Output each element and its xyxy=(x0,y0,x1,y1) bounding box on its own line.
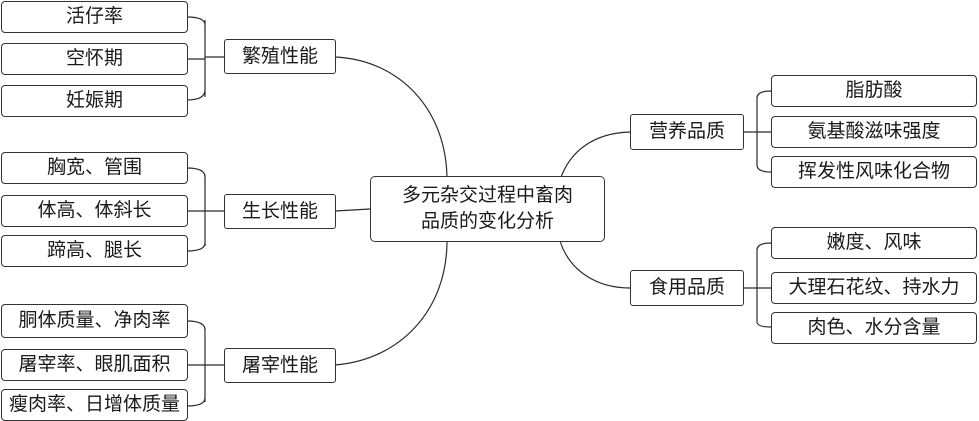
leaf-live-piglet-rate: 活仔率 xyxy=(1,1,188,33)
link-center-slaughter xyxy=(334,240,448,366)
leaf-lean-daily-gain: 瘦肉率、日增体质量 xyxy=(1,389,188,421)
branch-slaughter-performance: 屠宰性能 xyxy=(224,348,336,383)
leaf-marbling-water-holding: 大理石花纹、持水力 xyxy=(771,272,977,304)
bracket-growth xyxy=(186,167,224,252)
link-center-breeding xyxy=(334,56,448,181)
bracket-breeding xyxy=(186,16,224,101)
bracket-slaughter xyxy=(186,320,224,407)
center-title-line1: 多元杂交过程中畜肉 xyxy=(401,184,573,207)
leaf-gestation-period: 妊娠期 xyxy=(1,85,188,117)
leaf-amino-acid-taste: 氨基酸滋味强度 xyxy=(771,116,977,148)
branch-growth-performance: 生长性能 xyxy=(224,194,336,229)
branch-eating-quality: 食用品质 xyxy=(630,270,744,306)
link-center-nutrition xyxy=(559,131,631,181)
branch-nutritional-quality: 营养品质 xyxy=(630,114,744,150)
link-center-growth xyxy=(334,208,371,212)
leaf-dressing-loin-eye: 屠宰率、眼肌面积 xyxy=(1,349,188,381)
leaf-empty-period: 空怀期 xyxy=(1,43,188,75)
branch-breeding-performance: 繁殖性能 xyxy=(224,39,336,74)
leaf-fatty-acids: 脂肪酸 xyxy=(771,75,977,107)
leaf-meat-color-moisture: 肉色、水分含量 xyxy=(771,312,977,344)
link-center-eating xyxy=(559,240,631,289)
leaf-height-body-length: 体高、体斜长 xyxy=(1,195,188,227)
leaf-carcass-mass-net-meat: 胴体质量、净肉率 xyxy=(1,304,188,338)
bracket-nutrition xyxy=(743,90,772,173)
leaf-volatile-flavor-compounds: 挥发性风味化合物 xyxy=(771,156,977,188)
leaf-chest-width-cannon: 胸宽、管围 xyxy=(1,152,188,184)
leaf-hoof-leg-length: 蹄高、腿长 xyxy=(1,235,188,267)
leaf-tenderness-flavor: 嫩度、风味 xyxy=(771,227,977,259)
center-node: 多元杂交过程中畜肉 品质的变化分析 xyxy=(370,176,605,242)
center-title-line2: 品质的变化分析 xyxy=(420,210,554,232)
bracket-eating xyxy=(743,242,772,328)
